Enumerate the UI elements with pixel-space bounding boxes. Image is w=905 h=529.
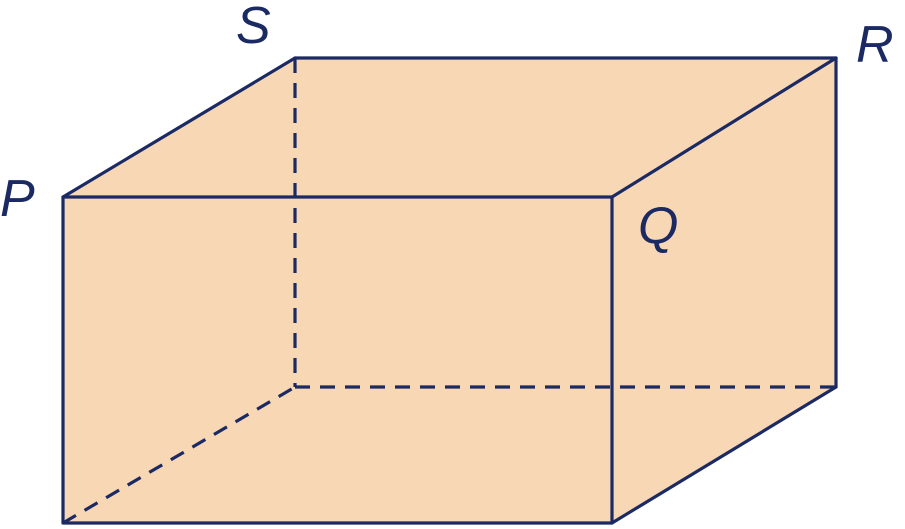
cuboid-fill xyxy=(63,58,836,523)
edge-Q-R xyxy=(610,56,838,199)
vertex-label-s: S xyxy=(236,0,271,55)
hidden-edge-bottom-left xyxy=(62,385,296,525)
edge-P-S xyxy=(61,56,297,199)
visible-edges xyxy=(61,56,838,525)
hidden-edges xyxy=(62,58,836,525)
vertex-label-q: Q xyxy=(638,197,678,255)
edge-bottom-right xyxy=(610,385,838,525)
front-face-outline xyxy=(61,195,614,525)
vertex-label-r: R xyxy=(856,16,894,74)
vertex-label-p: P xyxy=(0,170,35,228)
